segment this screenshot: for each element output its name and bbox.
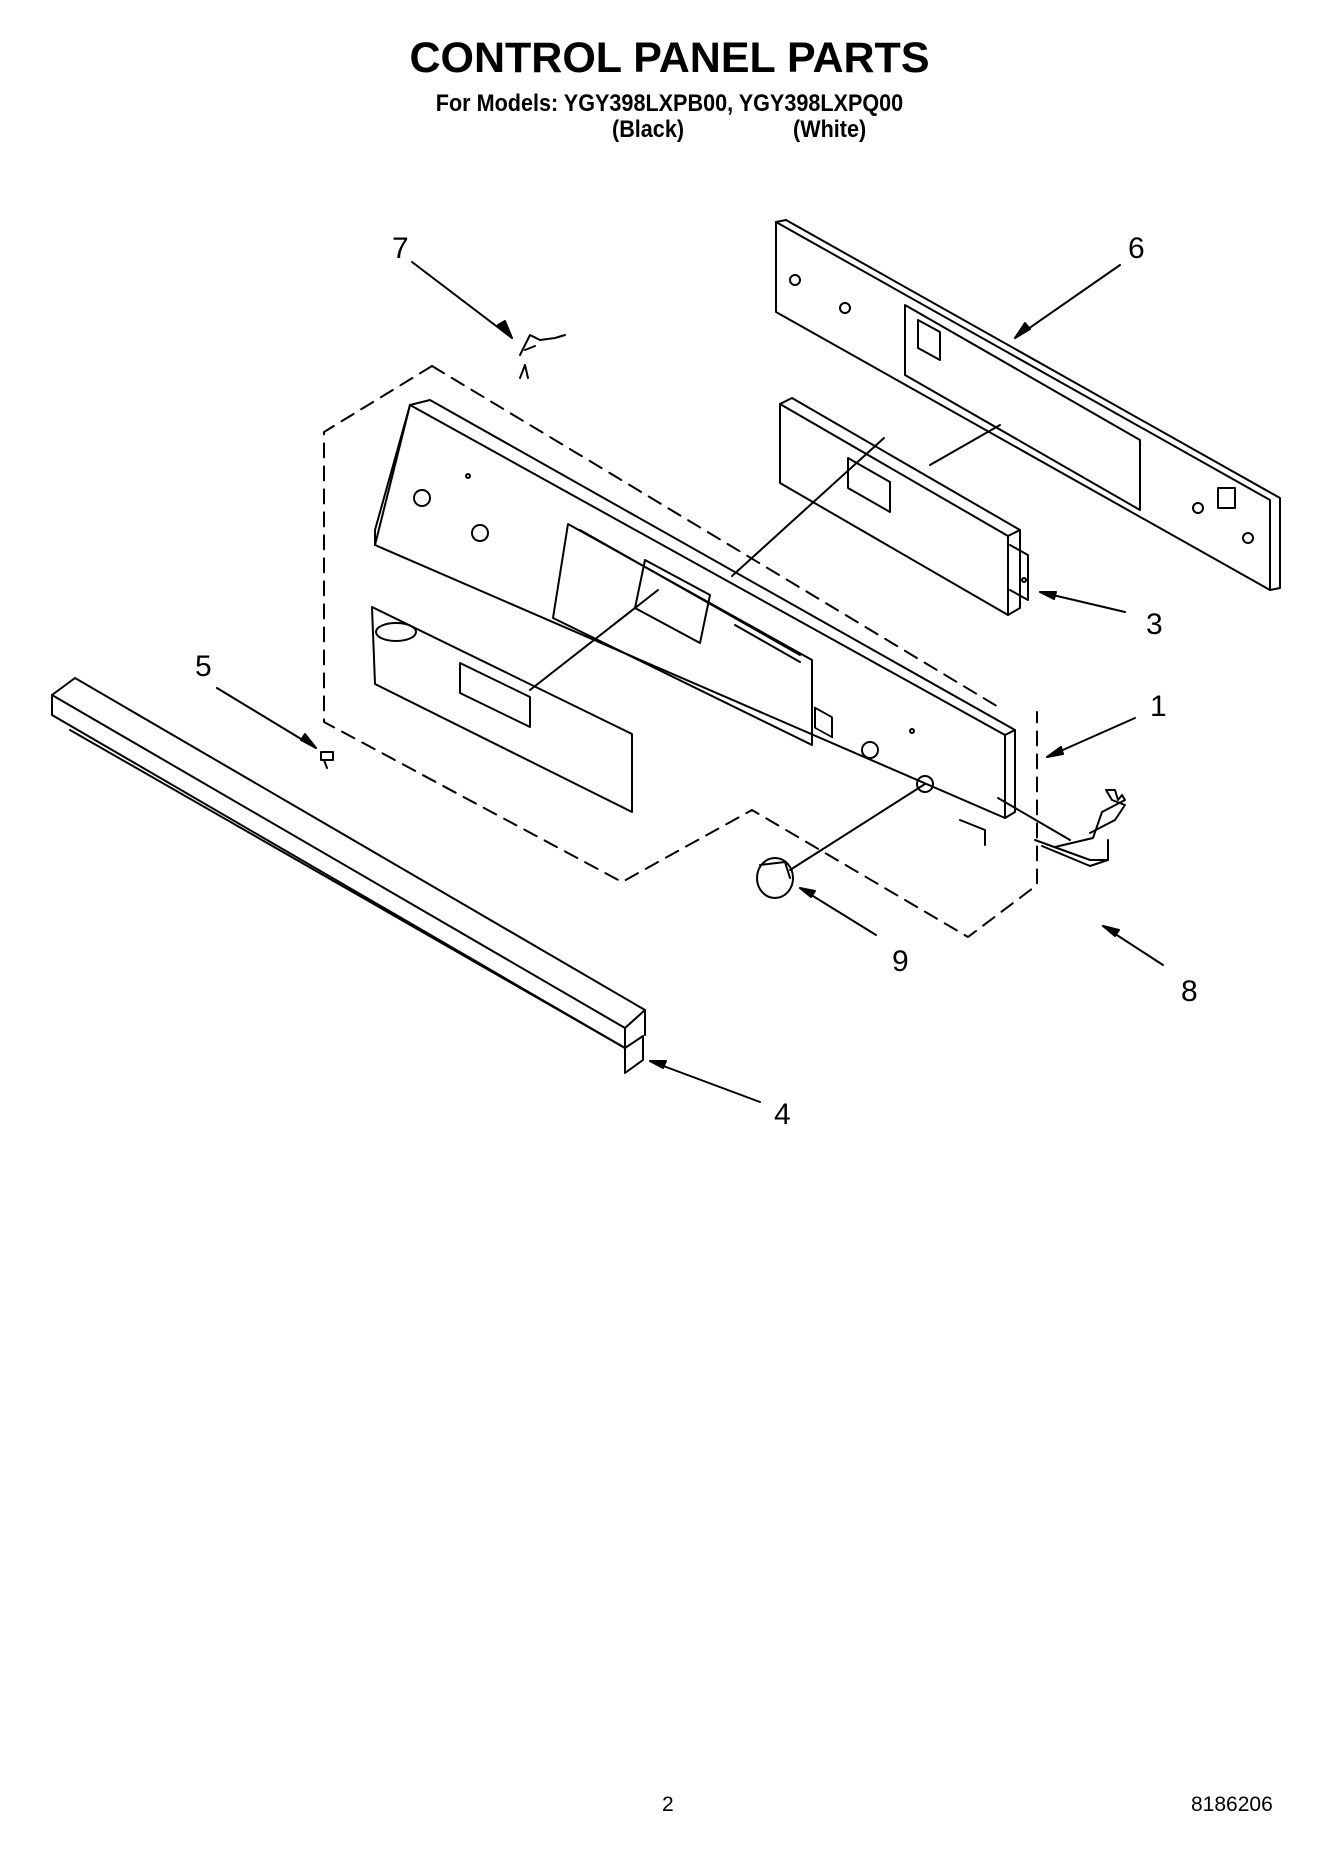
part-3-control-module bbox=[779, 397, 1029, 616]
callout-8: 8 bbox=[1181, 975, 1198, 1008]
callout-1: 1 bbox=[1150, 690, 1167, 723]
part-9-knob bbox=[756, 857, 794, 899]
variant-black-label: (Black) bbox=[612, 116, 685, 143]
part-1-console bbox=[374, 399, 1016, 846]
callout-4: 4 bbox=[774, 1098, 791, 1131]
callout-5: 5 bbox=[195, 650, 212, 683]
assembly-boundary bbox=[323, 365, 1038, 938]
part-7-wire bbox=[519, 334, 566, 379]
part-4-trim bbox=[51, 677, 646, 1074]
callout-9: 9 bbox=[892, 945, 909, 978]
callout-7: 7 bbox=[392, 232, 409, 265]
control-overlay bbox=[371, 606, 633, 813]
callout-3: 3 bbox=[1146, 608, 1163, 641]
part-6-rear-panel bbox=[775, 219, 1281, 739]
assembly-boundary-top bbox=[431, 365, 1001, 709]
part-8-endcap bbox=[1034, 789, 1126, 867]
models-line: For Models: YGY398LXPB00, YGY398LXPQ00 bbox=[435, 90, 904, 117]
variant-white-label: (White) bbox=[793, 116, 867, 143]
part-5-screw bbox=[320, 751, 334, 769]
page-title: CONTROL PANEL PARTS bbox=[409, 34, 930, 82]
callout-6: 6 bbox=[1128, 232, 1145, 265]
callout-arrows bbox=[216, 261, 1164, 1103]
document-number: 8186206 bbox=[1191, 1793, 1273, 1816]
page-number: 2 bbox=[662, 1793, 674, 1816]
